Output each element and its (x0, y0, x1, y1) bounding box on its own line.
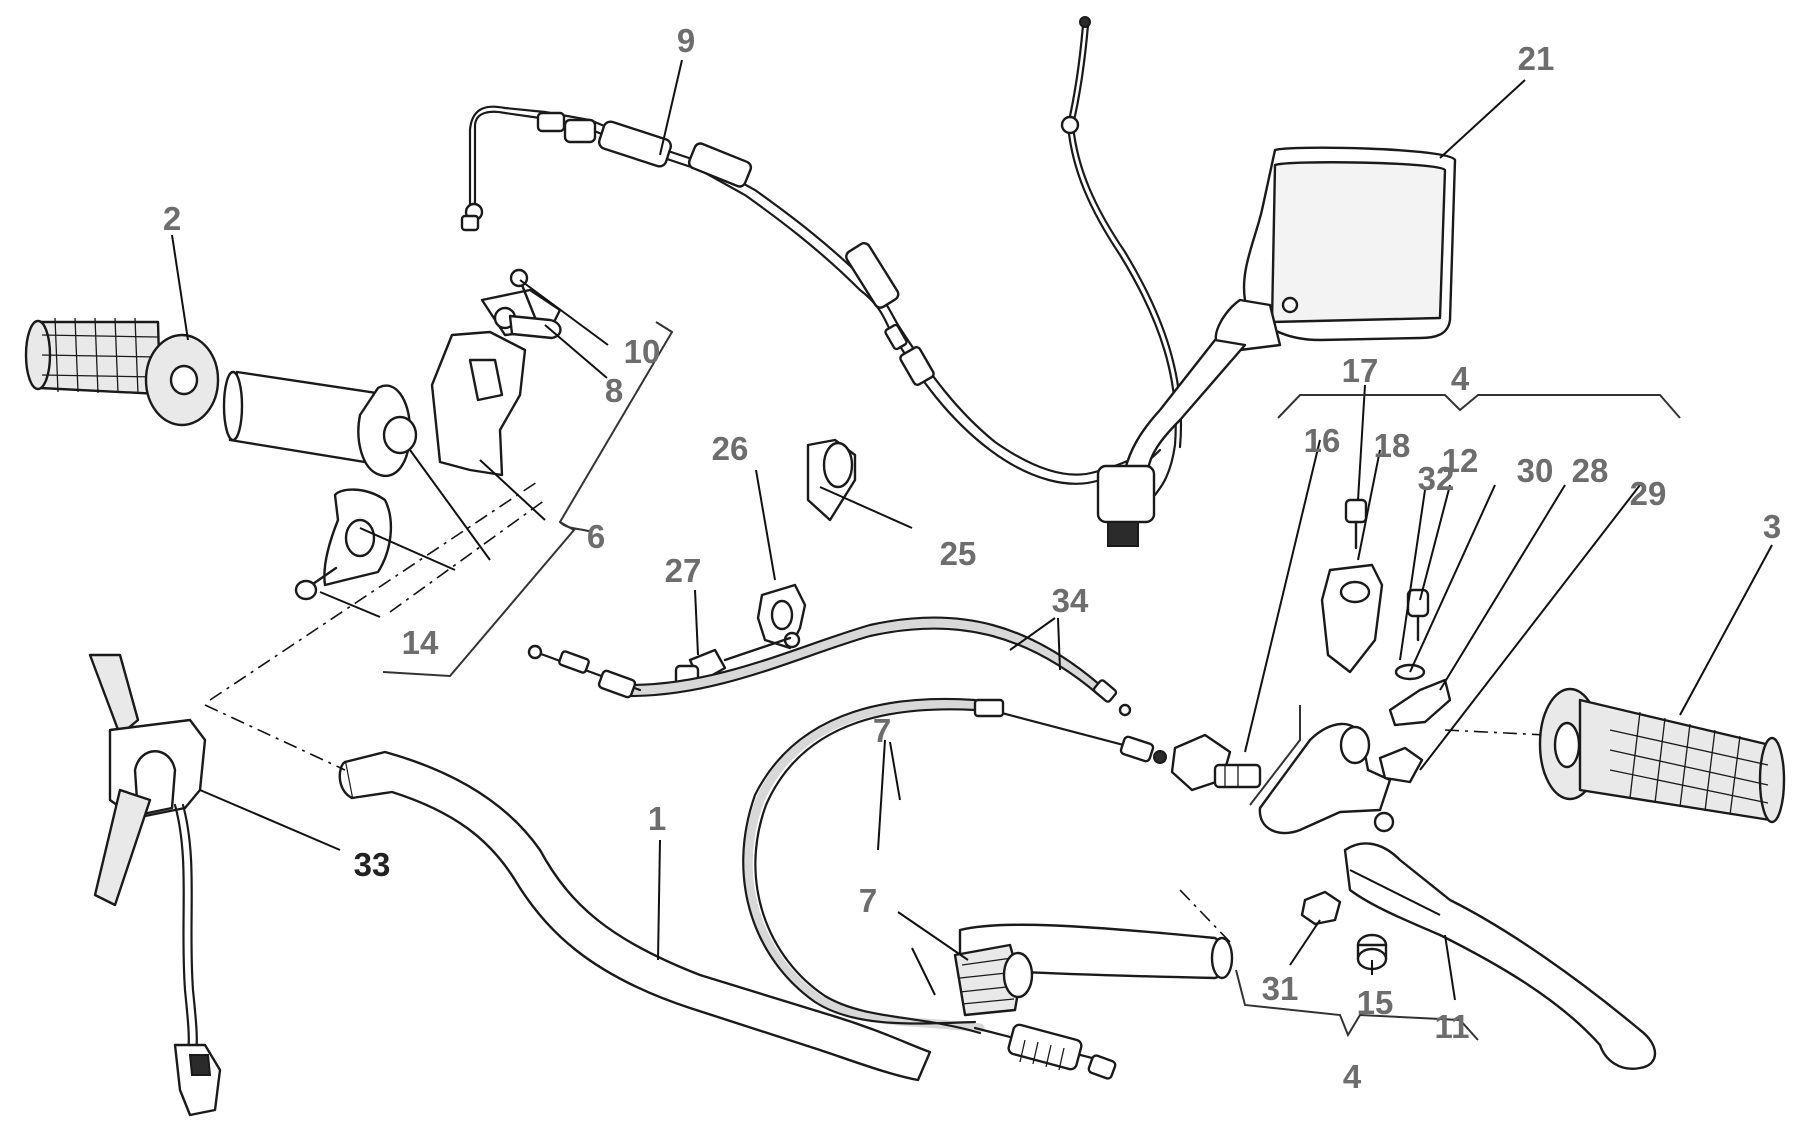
callout-33: 33 (354, 846, 391, 883)
right-grip (1538, 687, 1786, 824)
callout-7-right: 7 (873, 712, 891, 749)
callout-4-bottom: 4 (1343, 1058, 1362, 1095)
bracket-4-top (1249, 394, 1681, 806)
callout-labels: 1 2 3 4 4 6 7 7 8 9 10 11 12 14 15 16 17… (163, 22, 1781, 1095)
nut-15 (1356, 933, 1388, 971)
mirror (1096, 146, 1457, 547)
callout-16: 16 (1304, 422, 1341, 459)
callout-21: 21 (1518, 40, 1555, 77)
callout-27: 27 (665, 552, 702, 589)
choke-cable (527, 616, 1132, 717)
screw-28-30-32 (1378, 588, 1452, 784)
callout-7-left: 7 (859, 882, 877, 919)
pin-8 (508, 314, 562, 340)
upper-cable-ball (1060, 16, 1183, 497)
cable-holder-26 (756, 583, 807, 650)
adjuster-16 (1170, 733, 1262, 792)
callout-29: 29 (1630, 475, 1667, 512)
clamp-18 (1320, 563, 1384, 674)
callout-28: 28 (1572, 452, 1609, 489)
callout-4-top: 4 (1451, 360, 1470, 397)
callout-2: 2 (163, 200, 181, 237)
callout-30: 30 (1517, 452, 1554, 489)
screw-14 (294, 566, 338, 601)
callout-34: 34 (1052, 582, 1089, 619)
leader-lines (171, 59, 1773, 1001)
nut-31 (1300, 890, 1342, 926)
callout-3: 3 (1763, 508, 1781, 545)
callout-11: 11 (1435, 1008, 1470, 1045)
callout-26: 26 (712, 430, 749, 467)
throttle-assembly-bracket (382, 321, 674, 678)
clutch-cable (742, 697, 1167, 1080)
callout-12: 12 (1442, 442, 1479, 479)
switch-33 (88, 653, 222, 1117)
lever-11 (1343, 842, 1657, 1070)
screw-17 (1344, 498, 1368, 550)
callout-17: 17 (1342, 352, 1379, 389)
throttle-flange (357, 384, 418, 478)
callout-25: 25 (940, 535, 977, 572)
assembly-axis-lines (204, 479, 1547, 943)
clutch-boot (953, 943, 1034, 1017)
callout-6: 6 (587, 518, 605, 555)
throttle-housing-upper (430, 288, 562, 477)
left-grip (24, 317, 220, 427)
callout-1: 1 (648, 800, 666, 837)
callout-9: 9 (677, 22, 695, 59)
callout-32: 32 (1418, 460, 1455, 497)
cable-clip-25 (806, 438, 857, 522)
callout-18: 18 (1374, 427, 1411, 464)
callout-10: 10 (624, 333, 661, 370)
callout-31: 31 (1262, 970, 1299, 1007)
callout-14: 14 (402, 624, 439, 661)
callout-15: 15 (1357, 984, 1394, 1021)
throttle-housing-lower (323, 488, 393, 587)
callout-8: 8 (605, 372, 623, 409)
throttle-cable (460, 105, 1162, 485)
bracket-4-bottom (1235, 969, 1479, 1041)
lever-bracket (1258, 722, 1395, 835)
clutch-lever-assembly (1170, 498, 1657, 1070)
handlebar (338, 750, 1234, 1082)
